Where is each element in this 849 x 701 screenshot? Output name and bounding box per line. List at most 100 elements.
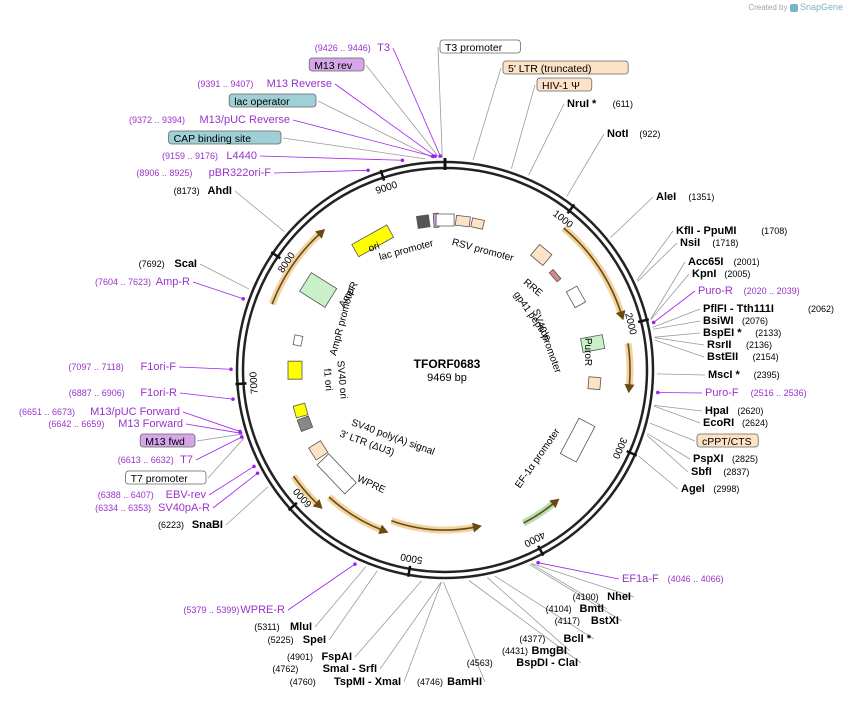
connector-line bbox=[528, 103, 565, 176]
label-range: (6223) bbox=[158, 520, 184, 530]
primer-marker bbox=[229, 367, 233, 372]
feature-arc-4-head bbox=[472, 522, 482, 533]
label-range: (7097 .. 7118) bbox=[68, 362, 123, 372]
label-range: (4117) bbox=[555, 616, 580, 626]
label-sv40pa-r: SV40pA-R(6334 .. 6353) bbox=[95, 502, 210, 514]
label-name: HpaI bbox=[705, 405, 729, 417]
label-box bbox=[502, 60, 629, 75]
label-name: HIV-1 Ψ bbox=[542, 80, 580, 92]
connector-line bbox=[654, 337, 705, 346]
inner-label-sv40-ori: SV40 ori bbox=[334, 360, 348, 399]
inner-label-ef-1-promoter: EF-1α promoter bbox=[513, 426, 563, 490]
primer-marker bbox=[536, 560, 540, 565]
label-name: M13 Reverse bbox=[267, 78, 332, 90]
label-range: (4377) bbox=[519, 634, 545, 644]
ruler-tick bbox=[637, 318, 650, 324]
label-bmti: BmtI(4104) bbox=[546, 603, 604, 615]
label-name: Acc65I bbox=[688, 256, 723, 268]
connector-line bbox=[287, 563, 356, 611]
connector-line bbox=[650, 261, 686, 320]
inner-label-wpre: WPRE bbox=[355, 473, 387, 496]
connector-line bbox=[530, 563, 608, 610]
label-box bbox=[168, 130, 282, 145]
snapgene-credit: Created by SnapGene bbox=[748, 2, 843, 12]
label-pspxi: PspXI(2825) bbox=[693, 453, 758, 465]
inner-label-sv40-promoter: SV40 promoter bbox=[530, 308, 564, 376]
label-range: (2837) bbox=[723, 467, 749, 477]
label-box bbox=[125, 470, 207, 485]
connector-line bbox=[403, 581, 442, 683]
label-name: M13/pUC Reverse bbox=[200, 114, 290, 126]
primer-marker bbox=[255, 471, 260, 476]
label-range: (2001) bbox=[734, 257, 760, 267]
feature-arc-4-core bbox=[391, 519, 476, 531]
primer-marker bbox=[231, 397, 235, 401]
label-ef1a-f: EF1a-F(4046 .. 4066) bbox=[622, 573, 724, 585]
label-name: EF1a-F bbox=[622, 573, 659, 585]
connector-line bbox=[468, 580, 582, 664]
feature-arc-7-head bbox=[315, 228, 326, 239]
primer-marker bbox=[241, 296, 245, 301]
connector-line bbox=[185, 423, 241, 434]
label-name: F1ori-F bbox=[141, 361, 177, 373]
label-range: (2395) bbox=[754, 370, 780, 380]
label-ebv-rev: EBV-rev(6388 .. 6407) bbox=[98, 489, 207, 501]
label-bspei: BspEI *(2133) bbox=[703, 327, 781, 339]
label-nsii: NsiI(1718) bbox=[680, 237, 738, 249]
label-t3-promoter: T3 promoter bbox=[439, 39, 521, 54]
wpre-box bbox=[316, 453, 357, 495]
label-rsrii: RsrII(2136) bbox=[707, 339, 772, 351]
label-name: M13 Forward bbox=[118, 418, 183, 430]
feature-arc-5 bbox=[326, 494, 384, 534]
label-name: M13/pUC Forward bbox=[90, 406, 180, 418]
connector-line bbox=[650, 422, 696, 442]
label-range: (4901) bbox=[287, 652, 313, 662]
label-name: RsrII bbox=[707, 339, 731, 351]
label-range: (5379 .. 5399) bbox=[183, 605, 239, 615]
ltr-box bbox=[454, 214, 471, 228]
label-range: (2516 .. 2536) bbox=[751, 388, 807, 398]
inner-label-ampr: AmpR bbox=[337, 280, 360, 310]
inner-label-rsv-promoter: RSV promoter bbox=[451, 237, 516, 264]
label-connectors bbox=[178, 46, 706, 683]
label-m13-forward: M13 Forward (6642 .. 6659) bbox=[48, 418, 183, 430]
label-lac-operator: lac operator bbox=[228, 93, 317, 108]
label-puro-r: Puro-R(2020 .. 2039) bbox=[698, 285, 800, 297]
label-noti: NotI(922) bbox=[607, 128, 660, 140]
connector-line bbox=[610, 196, 654, 238]
connector-line bbox=[317, 100, 435, 159]
label-range: (2825) bbox=[732, 454, 758, 464]
label-range: (4563) bbox=[467, 658, 493, 668]
label-range: (4746) bbox=[417, 677, 443, 687]
connector-line bbox=[487, 577, 571, 652]
connector-line bbox=[437, 46, 443, 159]
label-hpai: HpaI(2620) bbox=[705, 405, 763, 417]
feature-arc-5-core bbox=[328, 496, 383, 531]
label-range: (6642 .. 6659) bbox=[48, 419, 104, 429]
label-name: T7 promoter bbox=[131, 473, 189, 485]
label-range: (8173) bbox=[174, 186, 200, 196]
label-range: (2020 .. 2039) bbox=[744, 286, 800, 296]
ruler-tick bbox=[235, 382, 247, 386]
ruler-tick bbox=[537, 545, 545, 557]
label-name: BamHI bbox=[447, 676, 482, 688]
connector-line bbox=[178, 366, 232, 370]
feature-arc-1-head bbox=[615, 310, 626, 321]
feature-arc-7-core bbox=[271, 233, 321, 305]
label-m13-rev: M13 rev bbox=[308, 57, 365, 72]
label-range: (6887 .. 6906) bbox=[69, 388, 125, 398]
label-name: NotI bbox=[607, 128, 628, 140]
label-name: T3 bbox=[377, 42, 390, 54]
primer-marker bbox=[252, 464, 256, 469]
primer-marker bbox=[353, 562, 357, 566]
label-name: AleI bbox=[656, 191, 676, 203]
credit-brand: SnapGene bbox=[799, 2, 843, 12]
psi-box bbox=[470, 217, 485, 230]
label-name: BstEII bbox=[707, 351, 738, 363]
connector-line bbox=[314, 566, 367, 628]
label-range: (4760) bbox=[290, 677, 316, 687]
rre-box bbox=[530, 243, 553, 267]
label-name: AgeI bbox=[681, 483, 705, 495]
label-name: NruI * bbox=[567, 98, 597, 110]
